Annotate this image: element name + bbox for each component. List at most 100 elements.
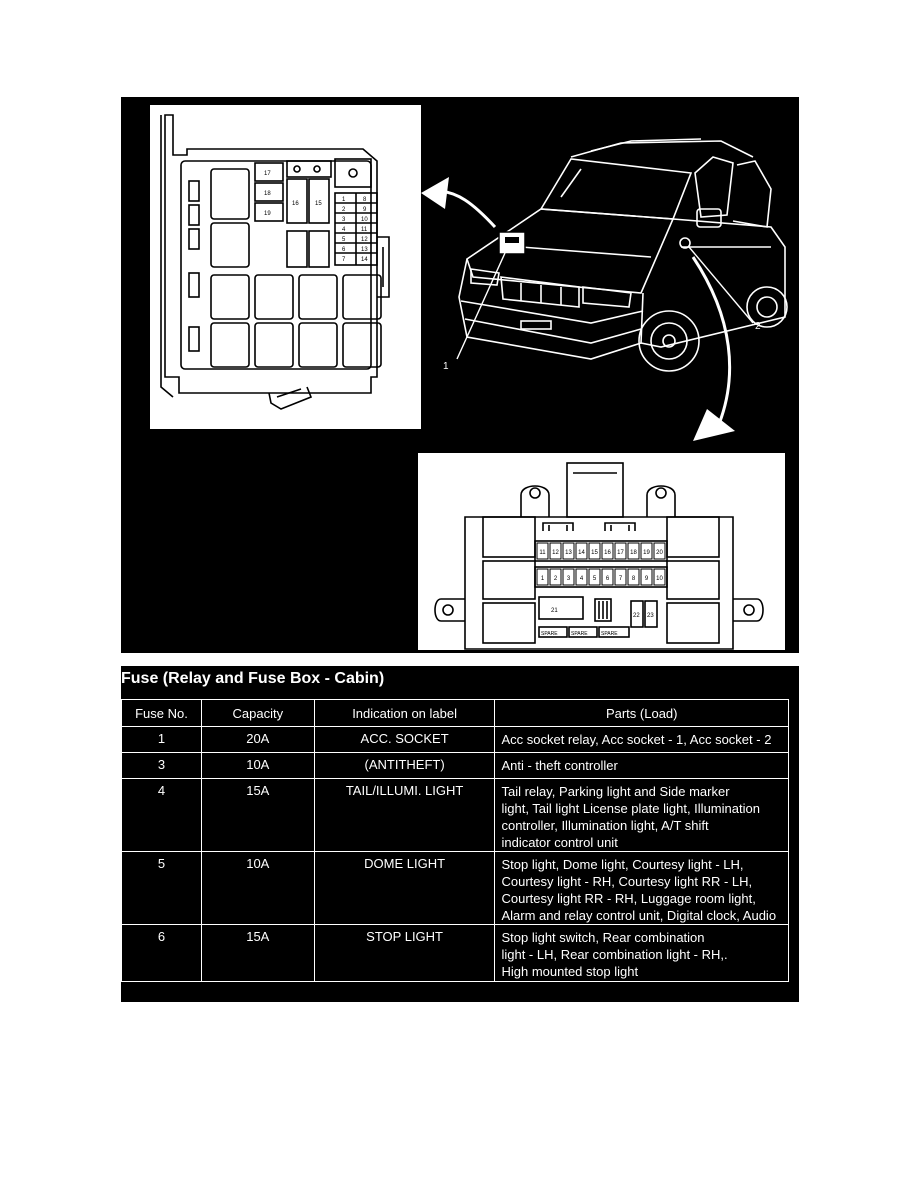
arrow-head-icon	[421, 177, 449, 209]
parts-line: light, Tail light License plate light, I…	[501, 801, 760, 816]
table-row: 6 15A STOP LIGHT Stop light switch, Rear…	[121, 924, 789, 982]
indication-cell: TAIL/ILLUMI. LIGHT	[313, 778, 496, 852]
fuse-no-cell: 3	[121, 752, 202, 779]
parts-line: Alarm and relay control unit, Digital cl…	[501, 908, 777, 923]
fuse-label: 7	[342, 257, 346, 263]
fuse-slot	[640, 568, 653, 586]
parts-cell: Tail relay, Parking light and Side marke…	[494, 778, 789, 852]
table-title: Fuse (Relay and Fuse Box - Cabin)	[121, 670, 385, 687]
parts-line: indicator control unit	[501, 835, 618, 850]
fuse-label: 8	[363, 197, 367, 203]
header-parts: Parts (Load)	[494, 699, 789, 727]
indication-cell: STOP LIGHT	[313, 924, 496, 982]
parts-line: High mounted stop light	[501, 964, 639, 979]
fuse-label: 9	[363, 207, 367, 213]
fuse-slot-label: 13	[565, 550, 572, 556]
engine-fuse-box-marker	[498, 231, 526, 255]
capacity-cell: 10A	[200, 851, 315, 925]
relay-label: 19	[264, 211, 271, 217]
table-row: 5 10A DOME LIGHT Stop light, Dome light,…	[121, 851, 789, 925]
fuse-slot	[614, 542, 627, 560]
fuse-slot	[601, 568, 614, 586]
callout-2: 2	[755, 321, 761, 332]
fuse-slot-label: 14	[578, 550, 585, 556]
fuse-slot	[562, 568, 575, 586]
fuse-slot-label: 19	[643, 550, 650, 556]
parts-line: Acc socket relay, Acc socket - 1, Acc so…	[501, 732, 772, 747]
table-row: 3 10A (ANTITHEFT) Anti - theft controlle…	[121, 752, 789, 779]
parts-cell: Stop light, Dome light, Courtesy light -…	[494, 851, 789, 925]
relay-label: 18	[264, 191, 271, 197]
fuse-slot	[549, 568, 562, 586]
fuse-label: 14	[361, 257, 368, 263]
relay-label: 16	[292, 201, 299, 207]
fuse-slot	[601, 542, 614, 560]
parts-line: Stop light switch, Rear combination	[501, 930, 705, 945]
header-capacity: Capacity	[200, 699, 315, 727]
spare-label: SPARE	[571, 631, 588, 637]
arrow-head-icon	[693, 409, 735, 441]
arrow-to-upper-box	[440, 189, 497, 229]
vehicle-illustration	[458, 138, 788, 372]
callout-1: 1	[443, 361, 449, 372]
fuse-label: 5	[342, 237, 346, 243]
fuse-slot	[536, 542, 549, 560]
fuse-slot-label: 5	[593, 576, 597, 582]
fuse-slot-label: 4	[580, 576, 584, 582]
fuse-label: 2	[342, 207, 346, 213]
fuse-slot-label: 16	[604, 550, 611, 556]
fuse-box-location-figure: 17 18 19 16 15 1 8 2 9 3 10 4 11 5 12 6 …	[121, 97, 799, 653]
parts-line: Anti - theft controller	[501, 758, 618, 773]
header-indication: Indication on label	[313, 699, 496, 727]
fuse-slot-label: 11	[539, 550, 546, 556]
parts-cell: Acc socket relay, Acc socket - 1, Acc so…	[494, 726, 789, 753]
fuse-slot	[627, 542, 640, 560]
indication-cell: DOME LIGHT	[313, 851, 496, 925]
spare-label: SPARE	[541, 631, 558, 637]
fuse-label: 6	[342, 247, 346, 253]
fuse-label: 10	[361, 217, 368, 223]
fuse-no-cell: 6	[121, 924, 202, 982]
fuse-slot-label: 10	[656, 576, 663, 582]
fuse-slot	[575, 542, 588, 560]
fuse-slot	[640, 542, 653, 560]
header-fuse-no: Fuse No.	[121, 699, 202, 727]
fuse-slot-label: 9	[645, 576, 649, 582]
parts-line: Courtesy light - RH, Courtesy light RR -…	[501, 874, 753, 889]
fuse-label: 23	[647, 613, 654, 619]
parts-cell: Anti - theft controller	[494, 752, 789, 779]
fuse-slot	[627, 568, 640, 586]
fuse-slot	[588, 542, 601, 560]
fuse-label: 11	[361, 227, 368, 233]
fuse-slot-label: 15	[591, 550, 598, 556]
indication-cell: (ANTITHEFT)	[313, 752, 496, 779]
fuse-slot	[562, 542, 575, 560]
parts-line: Stop light, Dome light, Courtesy light -…	[501, 857, 744, 872]
fuse-slot	[614, 568, 627, 586]
fuse-slot-label: 2	[554, 576, 558, 582]
relay-label: 17	[264, 171, 271, 177]
fuse-slot-label: 18	[630, 550, 637, 556]
fuse-no-cell: 1	[121, 726, 202, 753]
indication-cell: ACC. SOCKET	[313, 726, 496, 753]
fuse-slot-label: 6	[606, 576, 610, 582]
fuse-slot-label: 3	[567, 576, 571, 582]
parts-cell: Stop light switch, Rear combination ligh…	[494, 924, 789, 982]
table-row: 4 15A TAIL/ILLUMI. LIGHT Tail relay, Par…	[121, 778, 789, 852]
fuse-label: 12	[361, 237, 368, 243]
table-row: 1 20A ACC. SOCKET Acc socket relay, Acc …	[121, 726, 789, 753]
capacity-cell: 10A	[200, 752, 315, 779]
fuse-slot-label: 17	[617, 550, 624, 556]
capacity-cell: 15A	[200, 924, 315, 982]
fuse-no-cell: 5	[121, 851, 202, 925]
upper-fuse-box-drawing: 17 18 19 16 15 1 8 2 9 3 10 4 11 5 12 6 …	[150, 105, 421, 429]
fuse-slot	[653, 542, 666, 560]
parts-line: controller, Illumination light, A/T shif…	[501, 818, 709, 833]
fuse-slot-label: 20	[656, 550, 663, 556]
fuse-slot	[536, 568, 549, 586]
fuse-label: 3	[342, 217, 346, 223]
fuse-slot-label: 1	[541, 576, 545, 582]
parts-line: light - LH, Rear combination light - RH,…	[501, 947, 728, 962]
fuse-label: 13	[361, 247, 368, 253]
